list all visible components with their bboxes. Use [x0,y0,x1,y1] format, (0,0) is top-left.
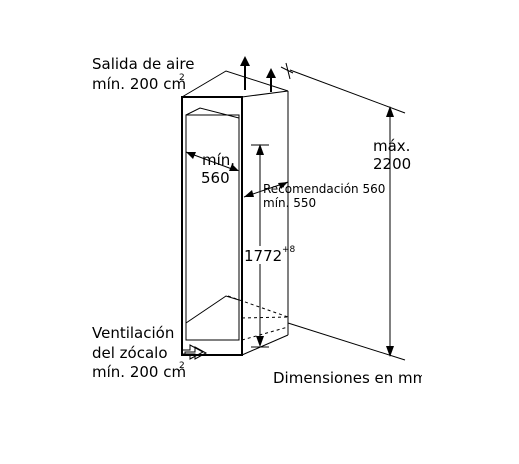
interior-height-dimension [251,144,269,348]
height-arrow-bottom [256,336,264,347]
niche-front-inner [185,114,240,341]
max-label-line2: 2200 [373,155,411,173]
min-width-label-line2: 560 [201,169,230,187]
depth-dimension [243,181,289,198]
cabinet-niche [181,70,289,356]
niche-inner-bottom [185,295,240,324]
air-outlet-superscript: 2 [179,73,185,83]
width-arrow-left [186,152,196,159]
niche-front-outer [181,96,243,356]
recommendation-label-line1: Recomendación 560 [263,182,385,196]
plinth-arrow-shape [184,346,208,360]
air-outlet-arrows [240,56,294,92]
top-tick-1 [280,66,294,74]
dimensions-note: Dimensiones en mm [273,369,427,387]
hidden-edge-2 [241,316,289,319]
plinth-label-line3: mín. 200 cm [92,363,186,381]
air-arrow-1-head [240,56,250,66]
height-value-label: 1772 [244,247,282,265]
max-height-dimension [287,69,406,361]
height-tolerance-label: +8 [282,245,296,255]
niche-bottom-right-edge [241,334,289,356]
niche-top-face [181,70,289,98]
width-arrow-right [229,164,239,171]
plinth-arrow-outline [181,344,205,360]
max-extension-top [289,69,406,114]
plinth-vent-arrow [181,344,208,360]
air-outlet-label-line2: mín. 200 cm [92,75,186,93]
air-arrow-2-head [266,68,276,78]
plinth-superscript: 2 [179,361,185,371]
hidden-edge-3 [241,326,289,341]
air-outlet-label-line1: Salida de aire [92,55,194,73]
height-label-bg [243,246,279,264]
recommendation-label-line2: mín. 550 [263,196,316,210]
top-tick-2 [285,62,291,80]
max-arrow-bottom [386,346,394,357]
max-arrow-top [386,106,394,117]
height-arrow-top [256,144,264,155]
max-label-line1: máx. [373,137,410,155]
max-extension-bottom [287,322,406,361]
min-width-label-line1: mín. [202,151,235,169]
depth-arrow-right [278,182,288,189]
plinth-label-line1: Ventilación [92,324,174,342]
niche-inner-top [185,107,240,125]
width-dimension [185,151,239,171]
hidden-edge-1 [227,295,289,318]
depth-arrow-left [244,190,254,197]
plinth-label-line2: del zócalo [92,344,168,362]
